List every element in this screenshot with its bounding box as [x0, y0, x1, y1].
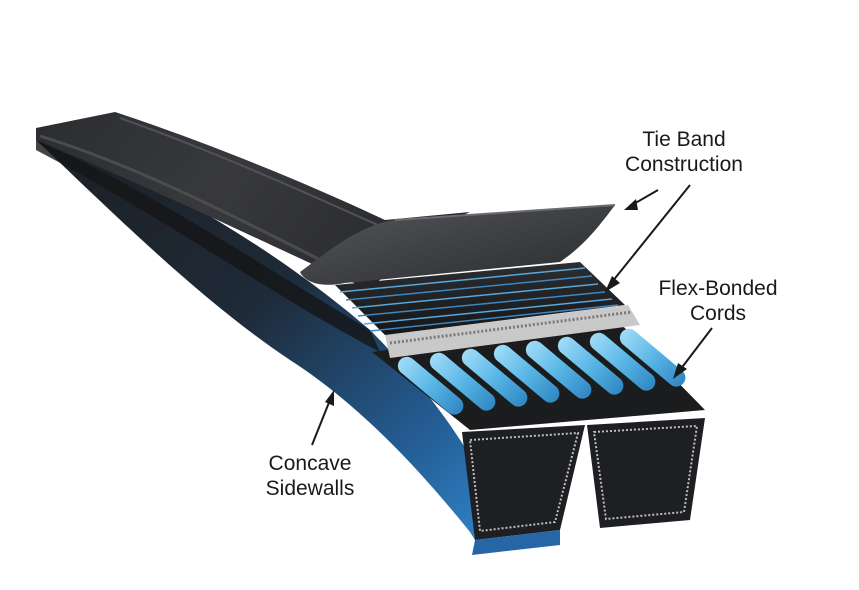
- flex-bonded-cords: [397, 328, 686, 415]
- flex-bonded-cords-label: Flex-Bonded Cords: [628, 276, 808, 326]
- cord-layer-band: [385, 305, 640, 358]
- belt-groove-line: [119, 117, 381, 227]
- concave-label-line2: Sidewalls: [265, 477, 355, 500]
- belt-sidewall: [36, 128, 500, 540]
- flex-bonded-label-line2: Cords: [689, 302, 747, 325]
- tie-band-flap: [300, 205, 615, 285]
- tie-band-label-line2: Construction: [625, 153, 743, 176]
- tie-band-label-line1: Tie Band: [642, 128, 726, 151]
- concave-label-line1: Concave: [268, 452, 352, 475]
- flex-bonded-label-line1: Flex-Bonded: [658, 277, 778, 300]
- tie-band-ribs: [335, 262, 625, 335]
- v-ribs: [462, 418, 705, 555]
- concave-sidewalls-label: Concave Sidewalls: [240, 451, 380, 501]
- tie-band-construction-label: Tie Band Construction: [596, 127, 772, 177]
- belt-side-band: [36, 140, 380, 352]
- callout-arrows: [311, 184, 713, 446]
- cord-layer-dots: [389, 310, 633, 345]
- tie-band-flap-edge: [394, 204, 616, 221]
